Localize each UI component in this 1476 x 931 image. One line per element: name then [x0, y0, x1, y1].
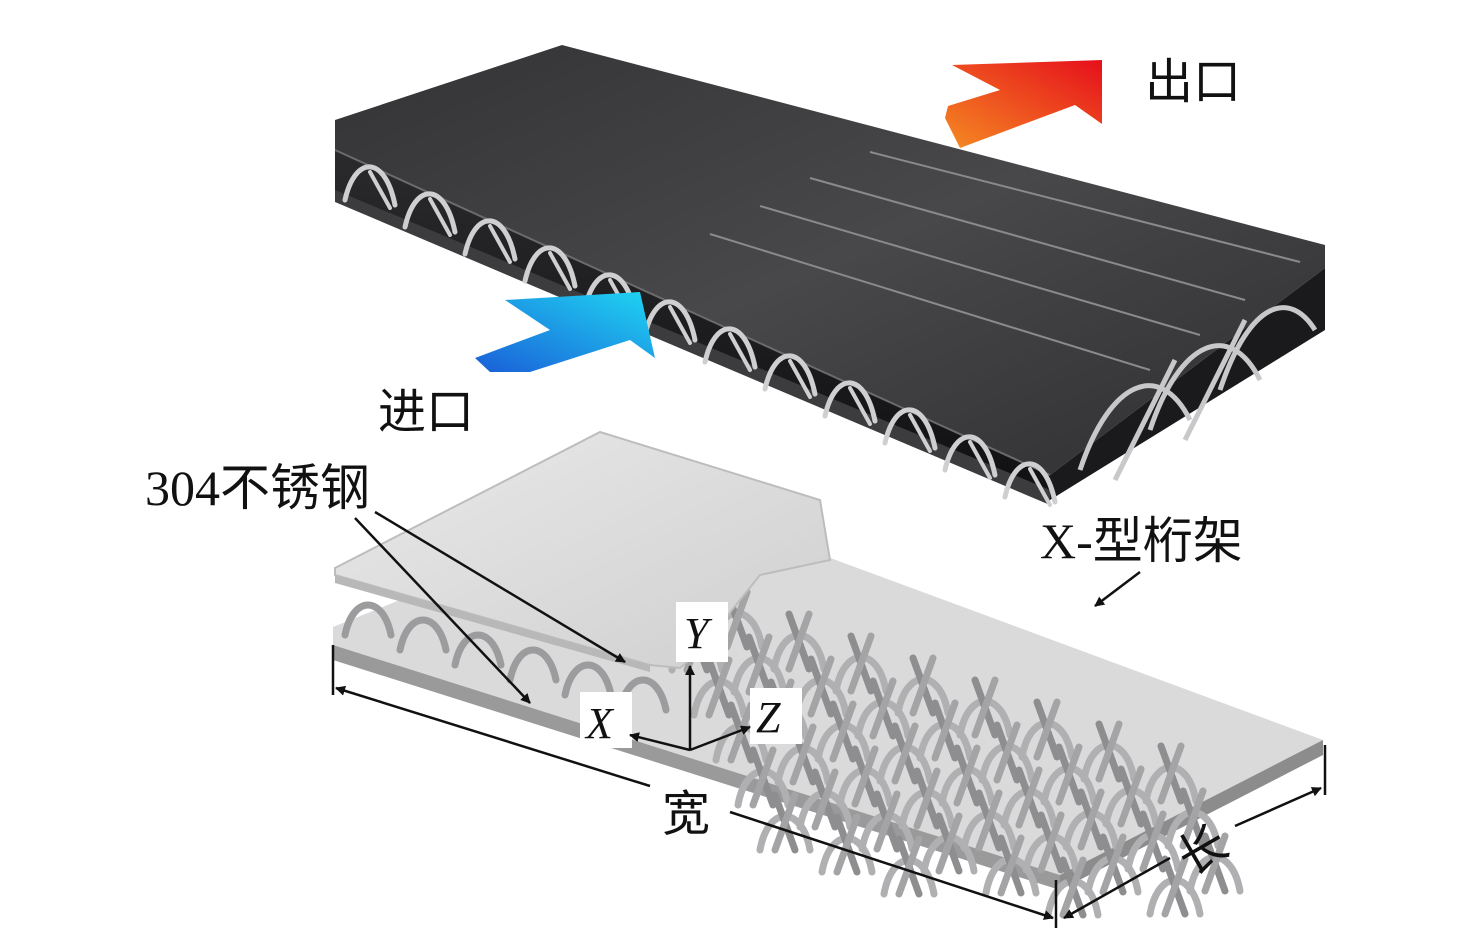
x-truss-cell — [1146, 855, 1204, 918]
axis-y-label: Y — [684, 609, 713, 658]
top-face-sheet-edge — [335, 575, 650, 672]
x-truss-cell — [854, 677, 912, 740]
x-truss-cell — [1022, 811, 1080, 874]
axis-z-label: Z — [756, 693, 781, 742]
x-truss-cell — [894, 654, 952, 717]
inlet-arrow — [475, 292, 655, 372]
x-truss-cell — [1164, 787, 1222, 850]
truss-strut — [368, 170, 392, 210]
truss-loop — [642, 299, 698, 343]
x-truss-cell — [770, 610, 828, 673]
truss-loop — [342, 164, 398, 208]
truss-leader — [1094, 571, 1141, 607]
x-truss-cell — [1186, 832, 1244, 895]
truss-loop — [506, 646, 560, 684]
truss-label: X-型桁架 — [1040, 513, 1243, 569]
x-truss-cell — [836, 745, 894, 808]
truss-strut — [428, 197, 452, 237]
truss-strut — [548, 251, 572, 291]
material-label: 304不锈钢 — [145, 460, 370, 516]
truss-strut — [668, 305, 692, 345]
truss-loop — [341, 601, 395, 639]
outlet-arrow — [945, 60, 1102, 148]
x-truss-cell — [1080, 720, 1138, 783]
right-side-truss — [1077, 305, 1318, 482]
truss-loop — [396, 616, 450, 654]
assembled-panel — [334, 45, 1325, 507]
axis-x-label: X — [584, 699, 615, 748]
x-truss-cell — [916, 699, 974, 762]
axis-x-line — [629, 732, 691, 752]
x-truss-cell — [938, 744, 996, 807]
x-truss-cell — [1040, 743, 1098, 806]
truss-strut — [488, 224, 512, 264]
x-truss-cell — [1102, 765, 1160, 828]
truss-strut — [788, 359, 812, 399]
material-leader-bottom — [354, 517, 531, 704]
axis-z-line — [689, 725, 751, 752]
top-plate — [335, 45, 1325, 475]
top-truss-core — [342, 164, 1058, 507]
truss-strut — [968, 440, 992, 480]
outlet-label: 出口 — [1145, 54, 1241, 110]
x-truss-cell — [898, 767, 956, 830]
truss-loop — [942, 434, 998, 478]
truss-strut — [1028, 467, 1052, 507]
x-truss-cell — [960, 789, 1018, 852]
x-truss-cell — [730, 633, 788, 696]
x-truss-cell — [1124, 810, 1182, 873]
truss-loop — [882, 407, 938, 451]
inlet-label: 进口 — [378, 384, 474, 440]
x-truss-cell — [858, 790, 916, 853]
truss-loop — [1002, 461, 1058, 505]
width-dimension: 宽 — [331, 645, 1058, 928]
width-label: 宽 — [662, 786, 710, 842]
material-leader-top — [374, 510, 626, 664]
x-truss-cell — [1018, 698, 1076, 761]
x-truss-cell — [920, 812, 978, 875]
truss-loop — [402, 191, 458, 235]
x-truss-cell — [690, 656, 748, 719]
truss-loop — [822, 380, 878, 424]
truss-loop — [462, 218, 518, 262]
x-truss-cell — [734, 746, 792, 809]
bottom-face-edge — [333, 645, 1060, 890]
truss-loop — [522, 245, 578, 289]
x-truss-cell — [876, 722, 934, 785]
truss-strut — [728, 332, 752, 372]
x-truss-cell — [956, 676, 1014, 739]
x-truss-cell — [832, 632, 890, 695]
x-truss-cell — [1142, 742, 1200, 805]
top-plate-grooves — [709, 151, 1301, 371]
x-truss-cell — [978, 721, 1036, 784]
truss-loop — [561, 661, 615, 699]
truss-loop — [702, 326, 758, 370]
x-truss-cell — [1000, 766, 1058, 829]
truss-strut — [908, 413, 932, 453]
panel-right-side — [1050, 268, 1325, 500]
bottom-plate-strip — [335, 190, 1050, 505]
truss-loop — [762, 353, 818, 397]
x-truss-cell — [880, 835, 938, 898]
x-truss-cell — [814, 700, 872, 763]
coordinate-axes: Y X Z — [580, 602, 802, 752]
truss-strut — [848, 386, 872, 426]
x-truss-cell — [796, 768, 854, 831]
x-truss-cell — [1062, 788, 1120, 851]
x-truss-cell — [818, 813, 876, 876]
x-truss-cell — [982, 834, 1040, 897]
truss-loop — [451, 631, 505, 669]
